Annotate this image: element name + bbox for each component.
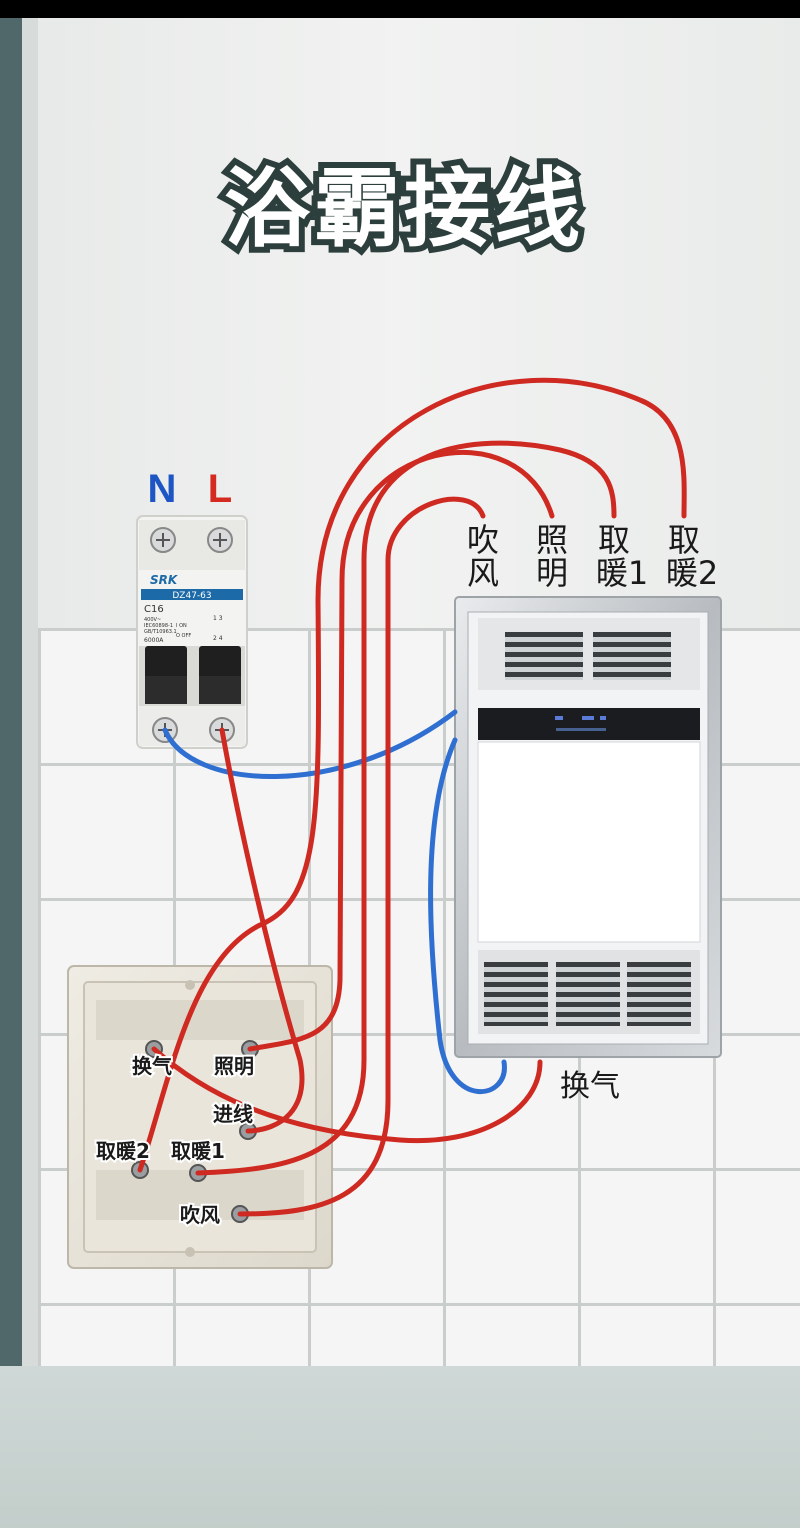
- breaker-spec-2: IEC60898-1: [144, 623, 173, 629]
- switch-label-input: 进线: [213, 1102, 253, 1126]
- switch-label-light: 照明: [214, 1054, 254, 1078]
- control-display: [478, 708, 700, 740]
- breaker-brand: SRK: [150, 573, 179, 587]
- live-label: L: [208, 467, 232, 511]
- switch-label-ventilate: 换气: [132, 1054, 172, 1078]
- breaker-capacity: 6000A: [144, 637, 164, 644]
- terminal-blow-line1: 吹: [467, 521, 499, 559]
- terminal-light-line1: 照: [536, 521, 568, 559]
- terminal-heat2-line2: 暖2: [666, 554, 718, 592]
- breaker-spec-3: GB/T10963.1: [144, 629, 177, 635]
- heater-terminal-labels: 吹 风 照 明 取 暖1 取 暖2: [467, 521, 718, 592]
- top-bar: [0, 0, 800, 18]
- switch-label-heat1: 取暖1: [171, 1139, 225, 1163]
- wire-ventilate: [151, 1046, 543, 1144]
- neutral-wires: [162, 709, 507, 1094]
- breaker-on-mark: I ON: [176, 623, 187, 629]
- wire-heat1: [195, 440, 617, 1176]
- breaker-rating: C16: [144, 604, 164, 615]
- light-panel: [477, 741, 701, 943]
- wire-light: [247, 450, 555, 1052]
- bath-heater: [454, 596, 722, 1058]
- breaker-diagram-bottom: 2 4: [213, 635, 223, 642]
- breaker-model: DZ47-63: [172, 591, 211, 601]
- neutral-wire-fan: [428, 737, 507, 1094]
- live-wires: [137, 377, 687, 1217]
- switch-label-heat2: 取暖2: [96, 1139, 150, 1163]
- floor: [0, 1366, 800, 1528]
- switch-labels: 换气 照明 进线 取暖2 取暖1 吹风: [94, 1052, 256, 1229]
- switch-label-blow: 吹风: [180, 1203, 220, 1227]
- breaker-diagram-top: 1 3: [213, 615, 223, 622]
- terminal-heat1-line2: 暖1: [596, 554, 648, 592]
- terminal-blow-line2: 风: [467, 554, 499, 592]
- heater-ventilate-label: 换气: [560, 1069, 620, 1104]
- wire-heat2: [137, 377, 687, 1173]
- breaker-off-mark: O OFF: [176, 633, 191, 639]
- terminal-heat1-line1: 取: [598, 521, 630, 559]
- breaker-spec-1: 400V~: [144, 617, 161, 623]
- neutral-wire-main: [162, 709, 458, 780]
- wire-blow: [237, 496, 486, 1217]
- terminal-heat2-line1: 取: [668, 521, 700, 559]
- circuit-breaker: N L SRK DZ47-63 C16 400V~ IEC60898-1 GB/…: [136, 467, 248, 749]
- neutral-label: N: [148, 467, 177, 511]
- terminal-light-line2: 明: [536, 554, 568, 592]
- page-title: 浴霸接线: [224, 159, 584, 259]
